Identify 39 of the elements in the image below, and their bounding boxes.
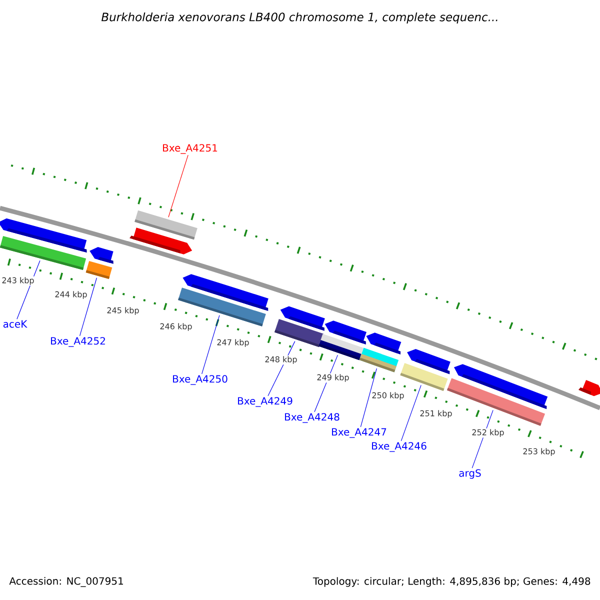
- footer-text: Topology: circular; Length: 4,895,836 bp; Genes: 4,498: [312, 577, 590, 587]
- gene-feature: [280, 306, 325, 331]
- gene-bar: [86, 260, 112, 280]
- footer-text: Accession: NC_007951: [9, 577, 123, 587]
- scale-label: 249 kbp: [316, 373, 350, 383]
- gene-feature: [454, 364, 548, 410]
- leader-line: [168, 154, 188, 218]
- gene-label: aceK: [3, 320, 28, 328]
- gene-label: Bxe_A4251: [163, 144, 218, 154]
- gene-feature: [130, 228, 192, 254]
- scale-label: 247 kbp: [216, 338, 250, 348]
- gene-feature: [90, 247, 114, 264]
- gene-label: Bxe_A4247: [332, 428, 386, 438]
- gene-feature: [366, 332, 402, 354]
- scale-label: 252 kbp: [470, 428, 506, 438]
- title: Burkholderia xenovorans LB400 chromosome 1, complete sequenc...: [102, 12, 498, 24]
- scale-label: 243 kbp: [0, 276, 36, 286]
- gene-label: Bxe_A4248: [285, 413, 340, 423]
- gene-label: Bxe_A4252: [51, 337, 105, 347]
- gene-label: argS: [459, 469, 481, 479]
- gene-bar: [359, 348, 399, 372]
- gene-label: Bxe_A4246: [372, 442, 426, 452]
- leader-line: [202, 315, 220, 374]
- gene-label: Bxe_A4250: [173, 375, 228, 385]
- gene-feature: [324, 320, 366, 345]
- scale-label: 244 kbp: [54, 290, 88, 300]
- gene-feature: [0, 218, 87, 253]
- gene-label: Bxe_A4249: [238, 397, 292, 407]
- scale-label: 253 kbp: [522, 447, 556, 457]
- scale-label: 251 kbp: [418, 409, 454, 419]
- scale-label: 248 kbp: [264, 355, 298, 365]
- scale-label: 246 kbp: [158, 322, 194, 332]
- scale-label: 250 kbp: [370, 391, 406, 401]
- gene-feature: [182, 274, 268, 311]
- leader-line: [360, 368, 377, 428]
- gene-feature: [578, 380, 600, 396]
- leader-line: [400, 384, 422, 442]
- scale-label: 245 kbp: [106, 306, 140, 316]
- gene-feature: [407, 349, 450, 374]
